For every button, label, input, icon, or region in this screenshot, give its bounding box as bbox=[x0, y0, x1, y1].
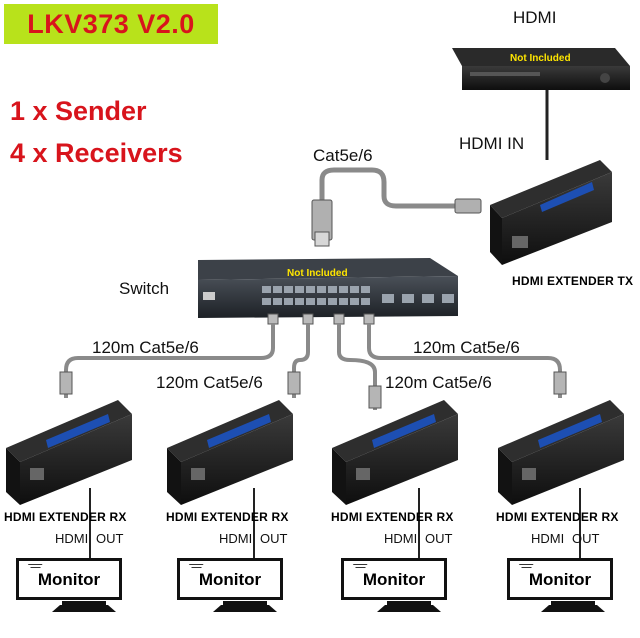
rx4-cable-label: 120m Cat5e/6 bbox=[413, 338, 520, 357]
hdmi-extender-rx-device-1 bbox=[6, 400, 132, 505]
headline-sender: 1 x Sender bbox=[10, 96, 147, 126]
cat-cable-switch-to-rx3 bbox=[333, 313, 382, 410]
rx1-out-label: OUT bbox=[96, 531, 124, 546]
hdmi-source-device bbox=[452, 48, 630, 90]
rx2-hdmi-label: HDMI bbox=[219, 531, 253, 546]
monitor-2-label: Monitor bbox=[198, 570, 262, 589]
hdmi-extender-rx-device-4 bbox=[498, 400, 624, 505]
rx2-caption: HDMI EXTENDER RX bbox=[166, 510, 289, 524]
cat-cable-tx-to-switch bbox=[311, 167, 482, 247]
monitor-1-label: Monitor bbox=[37, 570, 101, 589]
switch-label: Switch bbox=[119, 279, 170, 298]
source-not-included-tag: Not Included bbox=[510, 53, 571, 64]
hdmi-extender-tx-device bbox=[490, 160, 612, 265]
cat-cable-switch-to-rx1 bbox=[59, 313, 279, 398]
rx1-hdmi-label: HDMI bbox=[55, 531, 89, 546]
hdmi-source-label: HDMI bbox=[513, 8, 557, 27]
rx3-cable-label: 120m Cat5e/6 bbox=[385, 373, 492, 392]
monitor-stands bbox=[52, 601, 605, 612]
monitor-3: Monitor bbox=[341, 558, 447, 600]
cat-cable-switch-to-rx2 bbox=[287, 313, 314, 398]
headline-receivers: 4 x Receivers bbox=[10, 138, 183, 168]
hdmi-in-label: HDMI IN bbox=[459, 134, 525, 153]
rx4-hdmi-label: HDMI bbox=[531, 531, 565, 546]
monitor-4: Monitor bbox=[507, 558, 613, 600]
rx2-out-label: OUT bbox=[260, 531, 288, 546]
cable-cat5e-label: Cat5e/6 bbox=[313, 146, 373, 165]
tx-caption: HDMI EXTENDER TX bbox=[512, 274, 634, 288]
cat-cable-switch-to-rx4 bbox=[363, 313, 567, 398]
hdmi-extender-rx-device-3 bbox=[332, 400, 458, 505]
rx2-cable-label: 120m Cat5e/6 bbox=[156, 373, 263, 392]
switch-not-included-tag: Not Included bbox=[287, 268, 348, 279]
monitor-1: Monitor bbox=[16, 558, 122, 600]
monitor-3-label: Monitor bbox=[362, 570, 426, 589]
rx4-caption: HDMI EXTENDER RX bbox=[496, 510, 619, 524]
network-switch-device bbox=[198, 258, 458, 318]
monitor-2: Monitor bbox=[177, 558, 283, 600]
hdmi-out-cables bbox=[89, 488, 581, 560]
rx1-caption: HDMI EXTENDER RX bbox=[4, 510, 127, 524]
rx4-out-label: OUT bbox=[572, 531, 600, 546]
product-title-badge: LKV373 V2.0 bbox=[4, 4, 218, 44]
hdmi-extender-rx-device-2 bbox=[167, 400, 293, 505]
rx1-cable-label: 120m Cat5e/6 bbox=[92, 338, 199, 357]
rx3-out-label: OUT bbox=[425, 531, 453, 546]
monitor-4-label: Monitor bbox=[528, 570, 592, 589]
rx3-hdmi-label: HDMI bbox=[384, 531, 418, 546]
rx3-caption: HDMI EXTENDER RX bbox=[331, 510, 454, 524]
